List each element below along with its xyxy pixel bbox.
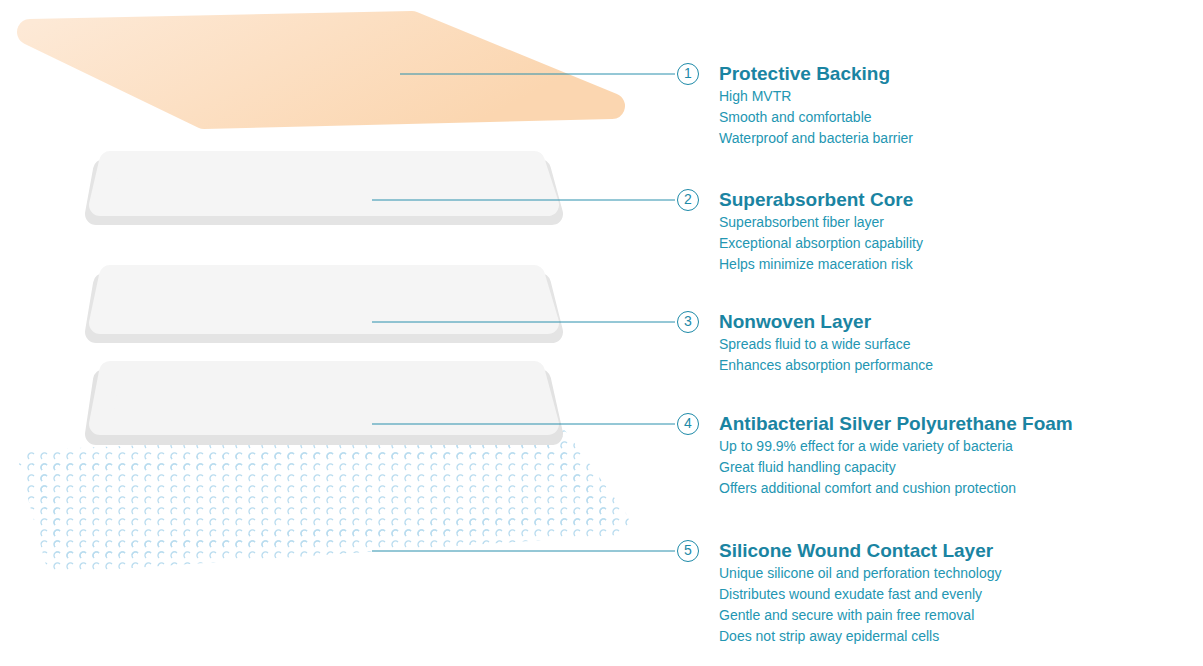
callout: 5 Silicone Wound Contact LayerUnique sili… [677, 539, 1002, 647]
part-name: Superabsorbent Core [719, 188, 923, 212]
feature-text: Enhances absorption performance [719, 355, 933, 376]
foam-layer [96, 372, 552, 434]
silicone-layer [32, 440, 616, 560]
callout-number: 5 [677, 540, 699, 562]
leader-line [372, 551, 675, 552]
part-name: Antibacterial Silver Polyurethane Foam [719, 412, 1073, 436]
leader-line [372, 200, 675, 201]
leader-line [400, 74, 675, 75]
callout: 4 Antibacterial Silver Polyurethane FoamU… [677, 412, 1073, 499]
feature-text: High MVTR [719, 86, 913, 107]
feature-text: Exceptional absorption capability [719, 233, 923, 254]
feature-text: Spreads fluid to a wide surface [719, 334, 933, 355]
callout-text: Silicone Wound Contact LayerUnique silic… [719, 539, 1002, 647]
core-layer [96, 162, 552, 214]
callout-text: Antibacterial Silver Polyurethane FoamUp… [719, 412, 1073, 499]
callout-number: 4 [677, 413, 699, 435]
part-name: Nonwoven Layer [719, 310, 933, 334]
part-name: Silicone Wound Contact Layer [719, 539, 1002, 563]
feature-text: Helps minimize maceration risk [719, 254, 923, 275]
callout-text: Protective BackingHigh MVTRSmooth and co… [719, 62, 913, 149]
leader-line [372, 322, 675, 323]
callout-text: Superabsorbent CoreSuperabsorbent fiber … [719, 188, 923, 275]
feature-text: Superabsorbent fiber layer [719, 212, 923, 233]
callout: 2 Superabsorbent CoreSuperabsorbent fiber… [677, 188, 923, 275]
feature-text: Unique silicone oil and perforation tech… [719, 563, 1002, 584]
feature-text: Offers additional comfort and cushion pr… [719, 478, 1073, 499]
feature-text: Does not strip away epidermal cells [719, 626, 1002, 647]
callout-number: 1 [677, 63, 699, 85]
feature-text: Distributes wound exudate fast and evenl… [719, 584, 1002, 605]
callout-text: Nonwoven LayerSpreads fluid to a wide su… [719, 310, 933, 376]
feature-text: Waterproof and bacteria barrier [719, 128, 913, 149]
nonwoven-layer [96, 276, 552, 332]
callout-number: 2 [677, 189, 699, 211]
callout: 3 Nonwoven LayerSpreads fluid to a wide s… [677, 310, 933, 376]
leader-line [372, 424, 675, 425]
feature-text: Up to 99.9% effect for a wide variety of… [719, 436, 1073, 457]
part-name: Protective Backing [719, 62, 913, 86]
backing-layer [30, 24, 612, 116]
callout: 1 Protective BackingHigh MVTRSmooth and c… [677, 62, 913, 149]
callout-number: 3 [677, 311, 699, 333]
feature-text: Great fluid handling capacity [719, 457, 1073, 478]
leader-lines [372, 74, 675, 551]
feature-text: Gentle and secure with pain free removal [719, 605, 1002, 626]
feature-text: Smooth and comfortable [719, 107, 913, 128]
